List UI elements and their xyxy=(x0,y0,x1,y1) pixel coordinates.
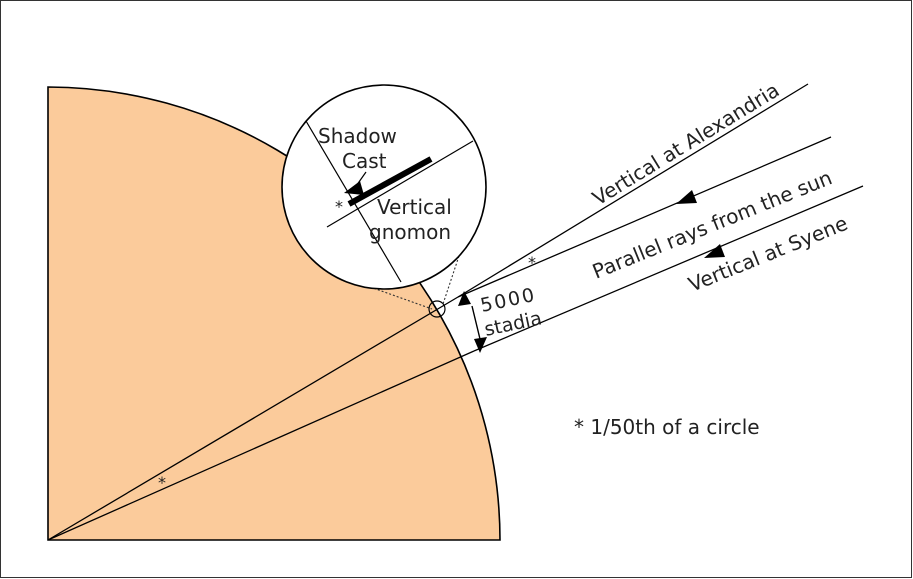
label-gnomon-line1: Vertical xyxy=(377,195,452,219)
angle-marker-magnifier: * xyxy=(335,197,343,216)
angle-marker-alexandria: * xyxy=(528,253,536,272)
zoom-line-right xyxy=(442,240,465,305)
label-shadow-line2: Cast xyxy=(342,149,387,173)
label-shadow-line1: Shadow xyxy=(318,124,397,148)
distance-arrowhead-bottom xyxy=(474,337,487,353)
vertical-alexandria-line xyxy=(457,83,809,298)
gnomon-stick xyxy=(347,156,433,207)
magnifier-vertical-line xyxy=(326,140,474,228)
label-vertical-alexandria: Vertical at Alexandria xyxy=(588,78,783,210)
footnote-text: * 1/50th of a circle xyxy=(574,415,760,439)
label-gnomon-line2: gnomon xyxy=(369,220,451,244)
angle-marker-center: * xyxy=(158,473,166,492)
distance-arrowhead-top xyxy=(458,291,471,306)
shadow-arrowhead xyxy=(344,181,364,195)
alexandria-marker xyxy=(428,300,446,318)
sun-ray-arrowhead-upper xyxy=(676,190,697,204)
radius-to-alexandria xyxy=(47,296,459,541)
sun-ray-arrowhead-lower xyxy=(704,244,725,258)
distance-arrow-shaft xyxy=(471,305,481,340)
sun-ray-alexandria xyxy=(457,136,832,298)
sun-ray-syene xyxy=(473,185,864,352)
radius-to-syene xyxy=(47,350,475,541)
